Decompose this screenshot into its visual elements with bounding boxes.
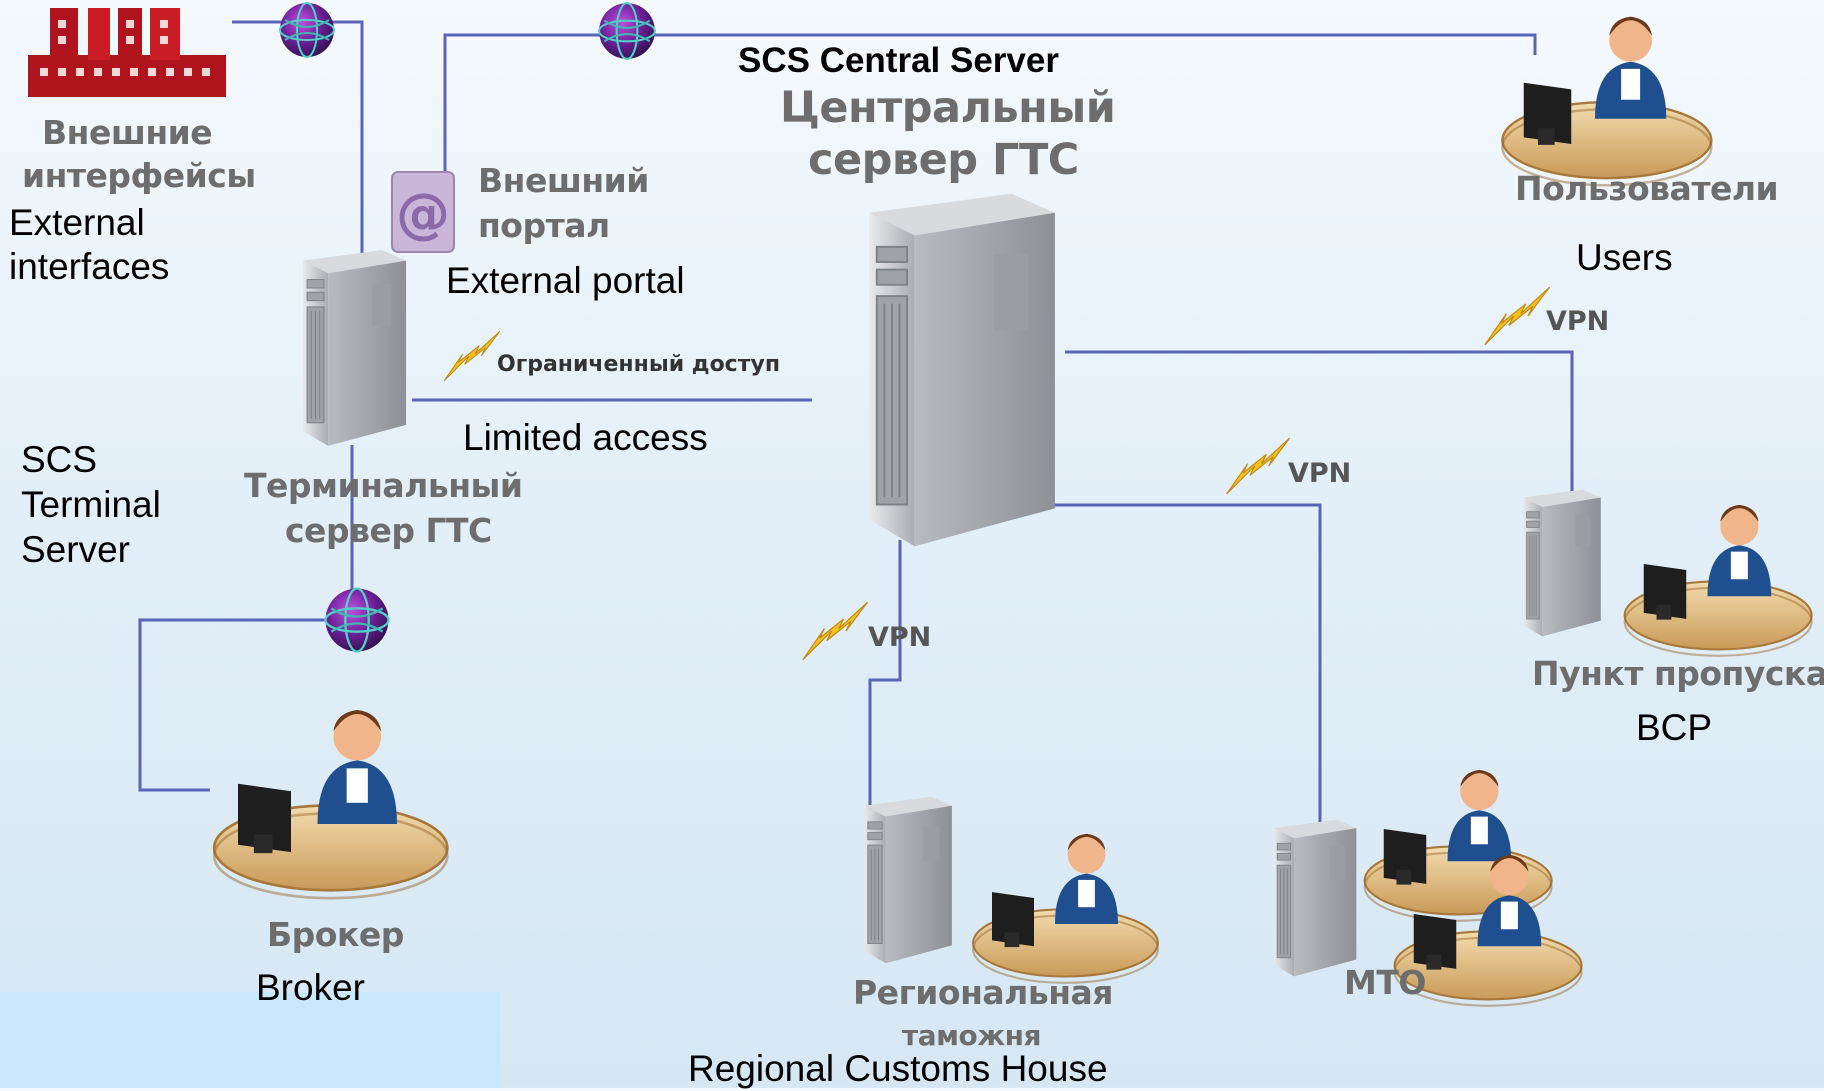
limited-access-label-ru: Ограниченный доступ [497, 352, 781, 377]
terminal-server-label-en: Server [21, 529, 130, 570]
external-interfaces-label-en: interfaces [9, 246, 170, 287]
bcp-label-en: BCP [1636, 707, 1713, 748]
terminal-server-label-en: Terminal [21, 484, 161, 525]
regional-customs-label-ru: таможня [902, 1019, 1041, 1052]
external-interfaces-label-ru: Внешние [42, 113, 213, 152]
bcp-workstation-icon [1623, 503, 1813, 657]
lightning-icon [1484, 286, 1551, 346]
connection-lines [138, 20, 1574, 830]
terminal-server-icon [302, 249, 407, 447]
lightning-icon [802, 601, 869, 661]
central-server-icon [868, 192, 1057, 548]
broker-label-en: Broker [256, 967, 365, 1008]
external-portal-label-ru: Внешний [478, 161, 649, 200]
regional-server-icon [863, 796, 953, 964]
globe-icon [324, 587, 390, 653]
lightning-icon [443, 330, 501, 382]
regional-customs-label-ru: Региональная [853, 973, 1113, 1012]
vpn-label: VPN [1546, 306, 1610, 337]
svg-text:@: @ [396, 182, 450, 245]
external-interfaces-label-ru: интерфейсы [22, 156, 256, 195]
regional-workstation-icon [972, 832, 1159, 984]
mto-label: МТО [1344, 963, 1426, 1002]
broker-workstation-icon [212, 708, 449, 900]
broker-label-ru: Брокер [267, 915, 404, 954]
central-server-title-en: SCS Central Server [738, 41, 1059, 80]
at-sign-icon: @ [391, 171, 455, 253]
terminal-server-label-ru: Терминальный [244, 466, 523, 505]
users-label-en: Users [1576, 237, 1673, 278]
vpn-label: VPN [868, 622, 932, 653]
bcp-server-icon [1522, 489, 1602, 637]
bcp-label-ru: Пункт пропуска [1532, 654, 1824, 693]
globe-icon [597, 1, 657, 61]
vpn-label: VPN [1288, 458, 1352, 489]
building-icon [28, 8, 226, 97]
mto-workstation-icon [1363, 768, 1553, 922]
central-server-title-ru: сервер ГТС [808, 135, 1079, 185]
corner-panel [0, 992, 500, 1088]
regional-customs-label-en: Regional Customs House [688, 1048, 1108, 1089]
external-interfaces-label-en: External [9, 202, 145, 243]
limited-access-label-en: Limited access [463, 417, 708, 458]
lightning-icon [1226, 437, 1291, 495]
terminal-server-label-ru: сервер ГТС [285, 511, 492, 550]
external-portal-label-en: External portal [446, 260, 685, 301]
terminal-server-label-en: SCS [21, 439, 98, 480]
mto-server-icon [1273, 819, 1357, 977]
globe-icon [278, 1, 336, 59]
external-portal-label-ru: портал [478, 206, 610, 245]
central-server-title-ru: Центральный [780, 83, 1116, 133]
users-label-ru: Пользователи [1515, 169, 1779, 208]
